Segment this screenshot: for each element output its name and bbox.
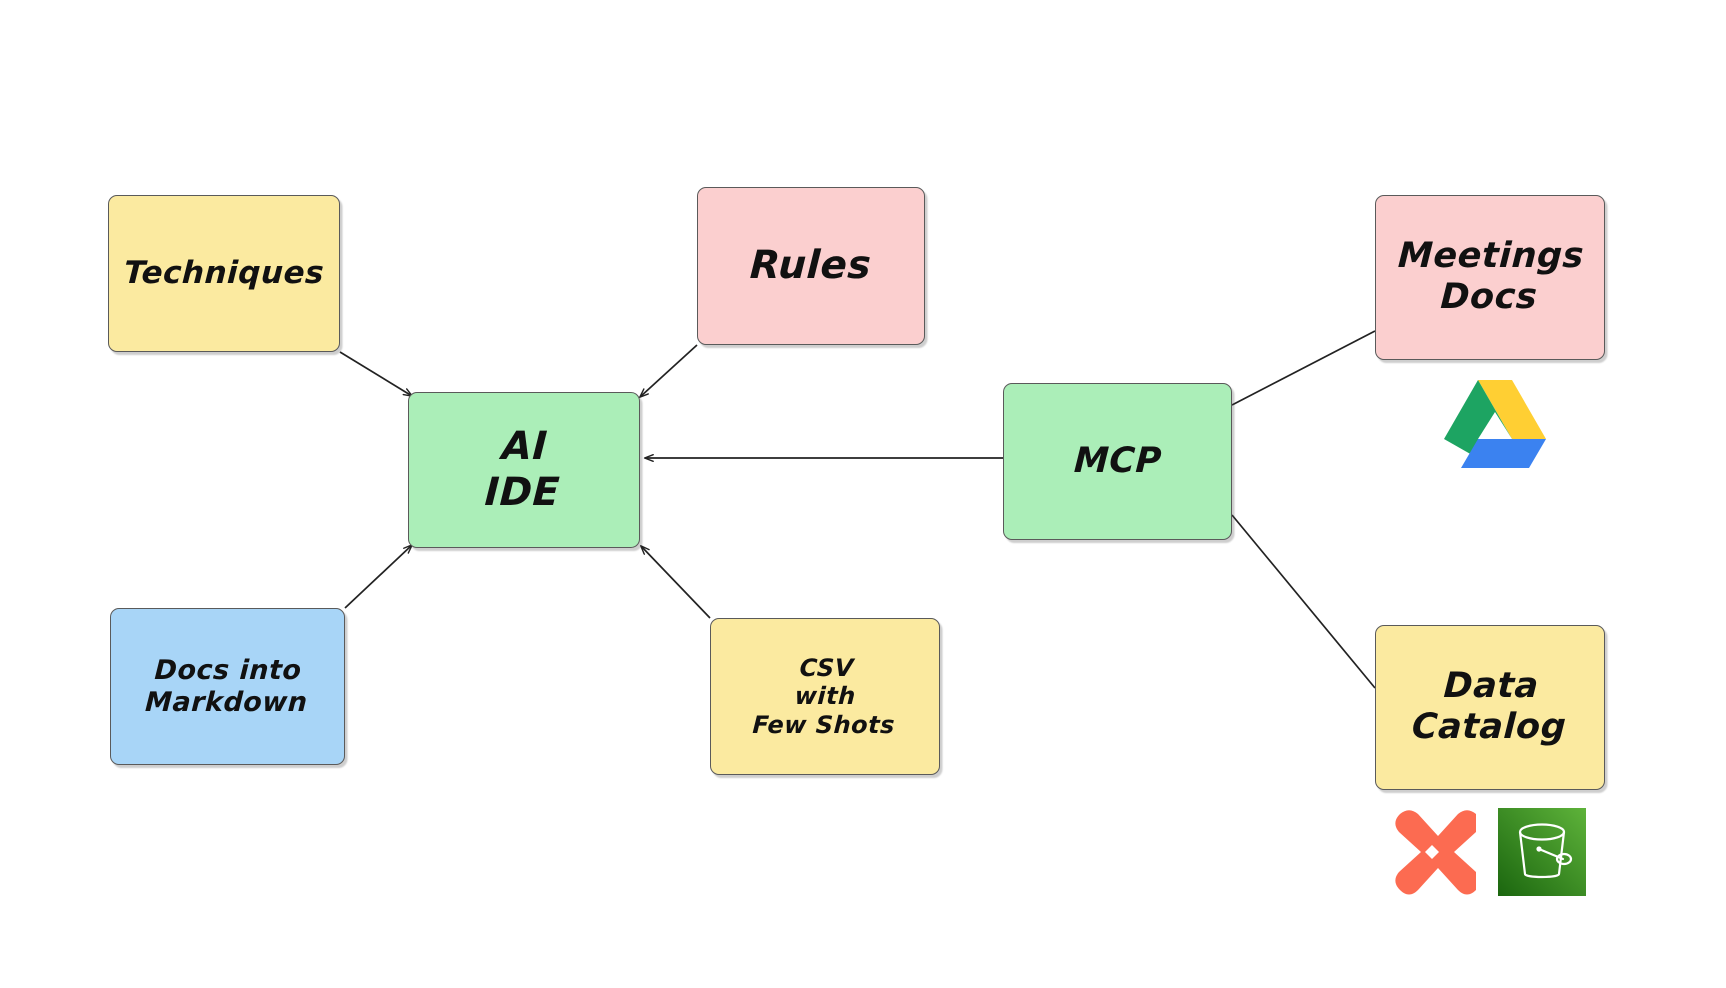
- node-data-catalog[interactable]: Data Catalog: [1375, 625, 1605, 790]
- node-mcp-label: MCP: [1072, 440, 1163, 481]
- node-csv-with-few-shots[interactable]: CSV with Few Shots: [710, 618, 940, 775]
- edge-mcp-to-data-catalog: [1231, 514, 1376, 689]
- aws-s3-bucket-icon: [1498, 808, 1586, 896]
- node-techniques-label: Techniques: [123, 255, 325, 292]
- node-docs-into-markdown-label: Docs into Markdown: [144, 654, 309, 718]
- edge-rules-to-ai-ide: [639, 344, 698, 398]
- edge-mcp-to-meetings-docs: [1231, 330, 1376, 406]
- node-rules[interactable]: Rules: [697, 187, 925, 345]
- edge-techniques-to-ai-ide: [339, 351, 414, 397]
- google-drive-icon: [1443, 378, 1547, 470]
- node-data-catalog-label: Data Catalog: [1410, 666, 1568, 748]
- edge-csv-to-ai-ide: [640, 545, 711, 619]
- node-ai-ide-label: AI IDE: [484, 423, 562, 515]
- node-meetings-docs[interactable]: Meetings Docs: [1375, 195, 1605, 360]
- node-techniques[interactable]: Techniques: [108, 195, 340, 352]
- node-docs-into-markdown[interactable]: Docs into Markdown: [110, 608, 345, 765]
- edge-docs-markdown-to-ai-ide: [344, 544, 413, 609]
- node-meetings-docs-label: Meetings Docs: [1397, 236, 1586, 318]
- node-ai-ide[interactable]: AI IDE: [408, 392, 640, 548]
- dataiku-icon: [1388, 808, 1480, 896]
- node-csv-with-few-shots-label: CSV with Few Shots: [751, 654, 896, 739]
- node-rules-label: Rules: [749, 242, 873, 288]
- node-mcp[interactable]: MCP: [1003, 383, 1232, 540]
